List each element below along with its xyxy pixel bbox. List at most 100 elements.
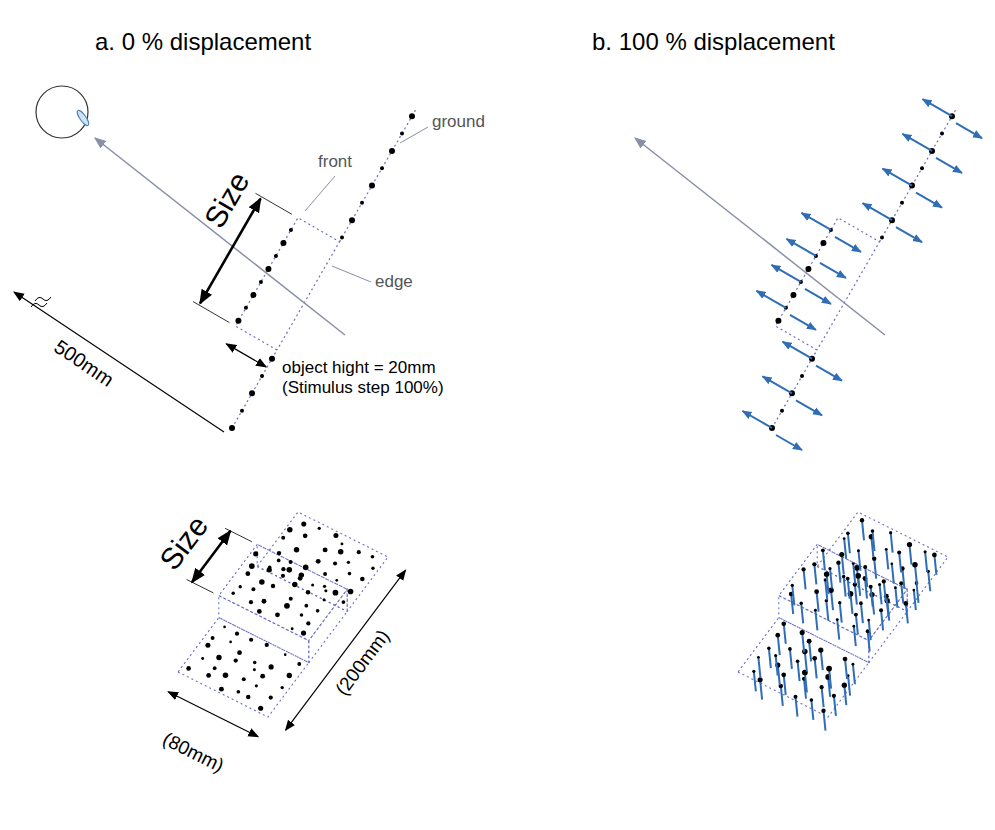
texture-dot <box>799 602 802 605</box>
texture-dot <box>294 547 299 552</box>
texture-dot <box>253 661 256 664</box>
displacement-arrow <box>763 376 792 393</box>
displacement-arrow <box>903 134 932 151</box>
displacement-line <box>814 564 816 584</box>
displacement-line <box>822 687 824 707</box>
texture-dot <box>280 686 283 689</box>
leader-line <box>400 127 428 143</box>
size-label: Size <box>197 166 257 235</box>
panel-heading: b. 100 % displacement <box>592 28 835 57</box>
texture-dot <box>281 574 285 578</box>
displacement-arrow <box>796 400 822 415</box>
displacement-line <box>758 657 760 677</box>
texture-dot <box>781 672 786 677</box>
texture-dot <box>318 527 321 530</box>
texture-dot <box>775 318 781 324</box>
texture-dot <box>340 235 344 239</box>
part-label: edge <box>375 272 413 292</box>
displacement-arrow <box>820 263 846 278</box>
displacement-line <box>784 675 786 695</box>
texture-dot <box>259 280 263 284</box>
texture-dot <box>878 583 881 586</box>
displacement-line <box>805 672 807 692</box>
texture-dot <box>280 240 286 246</box>
texture-dot <box>249 638 253 642</box>
displacement-line <box>856 615 858 635</box>
texture-dot <box>389 148 395 154</box>
extension-line <box>193 302 229 323</box>
texture-dot <box>882 579 886 583</box>
displacement-line <box>925 552 927 572</box>
object-outline <box>235 218 339 350</box>
texture-dot <box>292 582 297 587</box>
displacement-line <box>838 563 840 583</box>
texture-dot <box>818 647 823 652</box>
texture-dot <box>236 690 240 694</box>
texture-dot <box>348 589 354 595</box>
texture-dot <box>932 553 937 558</box>
dimension-label: (200mm) <box>331 626 395 700</box>
texture-dot <box>245 571 250 576</box>
displacement-line <box>829 669 831 689</box>
texture-dot <box>281 536 285 540</box>
texture-dot <box>839 552 844 557</box>
texture-dot <box>277 551 281 555</box>
ground-line <box>880 108 958 242</box>
displacement-line <box>815 610 817 630</box>
texture-dot <box>371 567 374 570</box>
displacement-line <box>837 620 839 640</box>
texture-dot <box>333 590 339 596</box>
texture-dot <box>239 585 242 588</box>
texture-dot <box>311 583 314 586</box>
leader-line <box>332 266 371 282</box>
texture-dot <box>250 292 256 298</box>
texture-dot <box>277 559 281 563</box>
texture-dot <box>851 663 854 666</box>
texture-dot <box>924 550 927 553</box>
texture-dot <box>234 658 238 662</box>
displacement-arrow <box>863 203 892 220</box>
texture-dot <box>371 555 375 559</box>
texture-dot <box>796 659 800 663</box>
texture-dot <box>287 567 293 573</box>
texture-dot <box>219 687 224 692</box>
texture-dot <box>206 673 211 678</box>
texture-dot <box>240 409 244 413</box>
displacement-line <box>848 676 850 696</box>
texture-dot <box>832 694 836 698</box>
texture-dot <box>360 201 364 205</box>
displacement-line <box>760 680 762 700</box>
displacement-line <box>827 574 829 594</box>
texture-dot <box>269 664 274 669</box>
displacement-line <box>831 590 833 610</box>
displacement-arrow <box>835 237 861 252</box>
texture-dot <box>852 625 855 628</box>
extension-line <box>225 528 252 541</box>
texture-dot <box>843 537 846 540</box>
texture-dot <box>820 685 824 689</box>
texture-dot <box>828 567 831 570</box>
texture-dot <box>907 542 912 547</box>
texture-dot <box>940 132 944 136</box>
displacement-line <box>865 567 867 587</box>
texture-dot <box>836 618 839 621</box>
texture-dot <box>838 601 841 604</box>
texture-dot <box>257 609 262 614</box>
texture-dot <box>920 166 924 170</box>
texture-dot <box>235 632 239 636</box>
displacement-line <box>840 603 842 623</box>
extension-line <box>255 193 291 214</box>
dimension-note: object hight = 20mm (Stimulus step 100%) <box>282 358 472 399</box>
texture-dot <box>260 674 265 679</box>
displacement-line <box>886 549 888 569</box>
displacement-line <box>914 590 916 610</box>
texture-dot <box>885 548 888 551</box>
displacement-line <box>848 533 850 553</box>
texture-dot <box>306 621 310 625</box>
texture-dot <box>805 266 811 272</box>
texture-dot <box>814 609 817 612</box>
displacement-line <box>909 545 911 565</box>
texture-dot <box>854 613 858 617</box>
panel-heading: a. 0 % displacement <box>95 28 311 57</box>
displacement-line <box>858 551 860 571</box>
